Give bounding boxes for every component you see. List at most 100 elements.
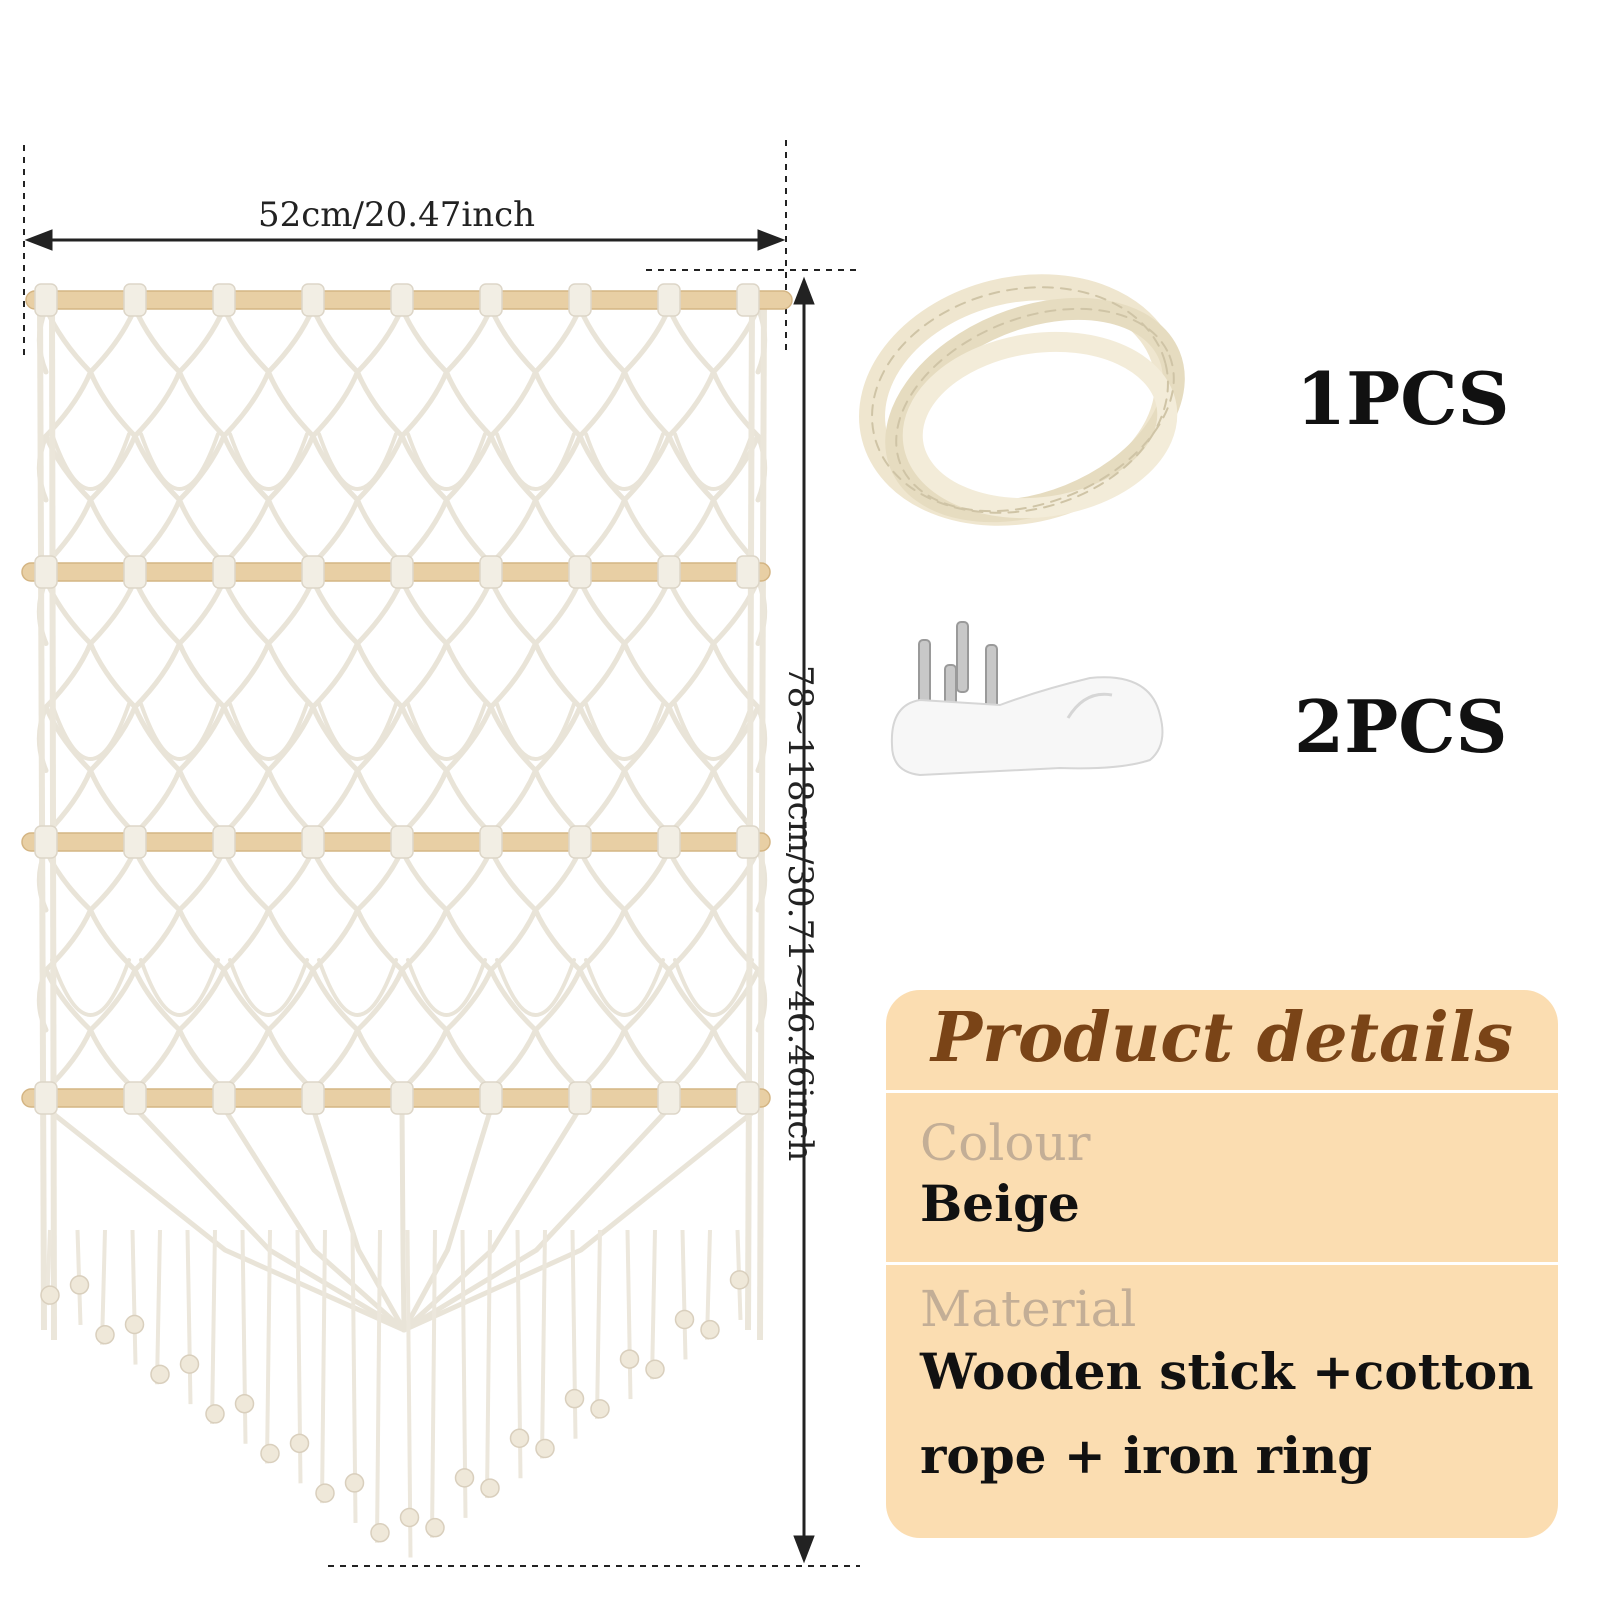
net-strand [444, 577, 494, 646]
bead [150, 1364, 170, 1385]
knot-loop [301, 283, 325, 317]
fringe-cord [210, 1229, 217, 1424]
net-strand [399, 967, 449, 1033]
net-strand [221, 967, 271, 1033]
fringe-cord [185, 1229, 193, 1405]
product-details-panel: Product details Colour Beige Material Wo… [886, 990, 1558, 1538]
material-label: Material [920, 1280, 1137, 1338]
net-strand [401, 1105, 583, 1333]
net-strand [177, 641, 227, 710]
bead [344, 1473, 365, 1493]
height-dimension-guide [328, 269, 860, 1567]
net-strand [399, 577, 449, 646]
wooden-beads [40, 1270, 750, 1543]
net-strand [310, 847, 360, 913]
net-strand [266, 641, 316, 710]
net-strand [132, 305, 182, 375]
net-strand [221, 577, 271, 646]
material-value: Wooden stick +cotton rope + iron ring [920, 1342, 1534, 1485]
net-strand [533, 1027, 583, 1093]
net-strand [266, 497, 316, 567]
net-strand [399, 847, 449, 913]
bead [179, 1354, 200, 1374]
net-strand [88, 305, 138, 375]
net-strand [577, 967, 627, 1033]
net-strand [221, 704, 271, 773]
knot-loop [123, 283, 147, 317]
net-strand [132, 433, 182, 503]
net-strand [221, 305, 271, 375]
net-strand [88, 497, 138, 567]
net-strand [577, 305, 627, 375]
knot-loop [479, 1081, 503, 1115]
net-strand [666, 497, 716, 567]
pocket-strand [584, 702, 665, 761]
net-strand [399, 305, 449, 375]
net-strand [401, 1105, 672, 1333]
knot-loop [736, 283, 760, 317]
pocket-strand [317, 432, 398, 491]
pocket-strand [50, 958, 131, 1017]
bead [95, 1324, 115, 1345]
net-strand [488, 704, 538, 773]
knot-loop [736, 1081, 760, 1115]
knot-loop [479, 825, 503, 859]
net-strand [444, 768, 494, 837]
net-strand [444, 497, 494, 567]
net-strand [221, 1027, 271, 1093]
net-strand [533, 768, 583, 837]
net-strand [310, 641, 360, 710]
net-strand [221, 497, 271, 567]
net-strand [310, 305, 360, 375]
bead [205, 1404, 225, 1424]
side-cords [37, 299, 767, 1341]
net-strand [43, 967, 93, 1033]
width-label: 52cm/20.47inch [258, 195, 536, 235]
net-strand [221, 847, 271, 913]
net-strand [622, 641, 672, 710]
net-strand [88, 369, 138, 439]
knot-loop [657, 825, 681, 859]
net-strand [221, 641, 271, 710]
net-strand [310, 369, 360, 439]
bead [729, 1270, 750, 1290]
net-strand [711, 967, 761, 1033]
net-strand [177, 704, 227, 773]
knot-loop [657, 283, 681, 317]
net-strand [355, 847, 405, 913]
net-strand [266, 1027, 316, 1093]
knot-loop [736, 555, 760, 589]
net-strand [355, 967, 405, 1033]
pocket-strand [228, 432, 309, 491]
fringe-cord [625, 1229, 633, 1400]
net-strand [88, 577, 138, 646]
bead [454, 1468, 475, 1488]
knot-loop [390, 555, 414, 589]
bead [564, 1388, 585, 1409]
knot-loop [568, 283, 592, 317]
pocket-strand [139, 432, 220, 491]
rope-coil-icon [859, 274, 1185, 526]
macrame-net [36, 305, 768, 1333]
net-strand [444, 305, 494, 375]
net-strand [177, 369, 227, 439]
net-strand [444, 641, 494, 710]
net-strand [577, 433, 627, 503]
net-strand [266, 305, 316, 375]
net-strand [577, 641, 627, 710]
net-strand [132, 497, 182, 567]
knot-loop [390, 283, 414, 317]
net-strand [355, 305, 405, 375]
net-strand [577, 577, 627, 646]
net-strand [355, 641, 405, 710]
net-strand [577, 1027, 627, 1093]
details-title: Product details [930, 998, 1514, 1078]
fringe-cord [375, 1229, 382, 1543]
net-strand [622, 369, 672, 439]
colour-value: Beige [920, 1174, 1080, 1233]
fringe-cord [405, 1229, 413, 1558]
net-strand [310, 497, 360, 567]
pocket-strand [406, 432, 487, 491]
net-strand [310, 704, 360, 773]
